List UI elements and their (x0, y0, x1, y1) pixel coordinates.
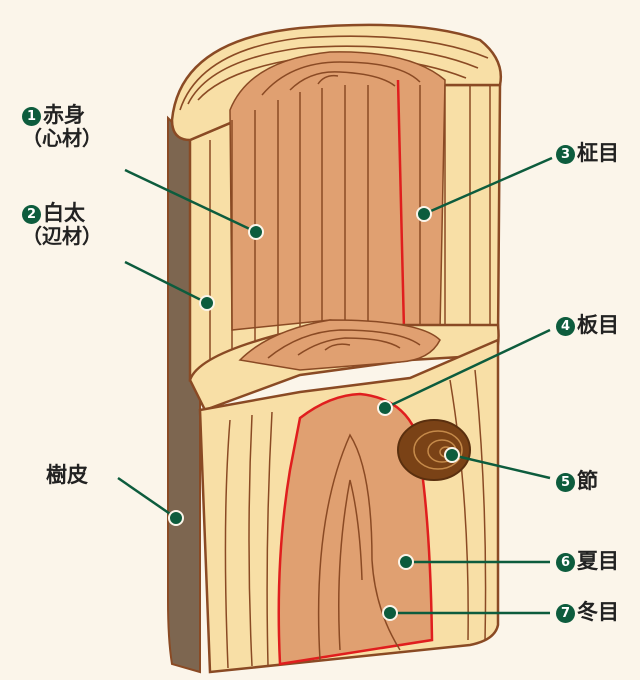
latewood-name: 冬目 (577, 600, 619, 624)
number-badge-6: 6 (556, 553, 575, 572)
heartwood-name: 赤身 (43, 103, 85, 127)
knot-name: 節 (577, 469, 598, 493)
knot (398, 420, 470, 480)
label-bark: 樹皮 (46, 464, 88, 487)
number-badge-4: 4 (556, 317, 575, 336)
number-badge-5: 5 (556, 473, 575, 492)
number-badge-3: 3 (556, 145, 575, 164)
heartwood-sub: （心材） (22, 126, 102, 150)
bark-name: 樹皮 (46, 463, 88, 487)
earlywood-name: 夏目 (577, 549, 619, 573)
straight-grain-name: 柾目 (577, 141, 619, 165)
number-badge-1: 1 (22, 107, 41, 126)
flat-grain-name: 板目 (577, 313, 619, 337)
number-badge-2: 2 (22, 205, 41, 224)
sapwood-sub: （辺材） (22, 224, 102, 248)
sapwood-name: 白太 (43, 201, 85, 225)
number-badge-7: 7 (556, 604, 575, 623)
